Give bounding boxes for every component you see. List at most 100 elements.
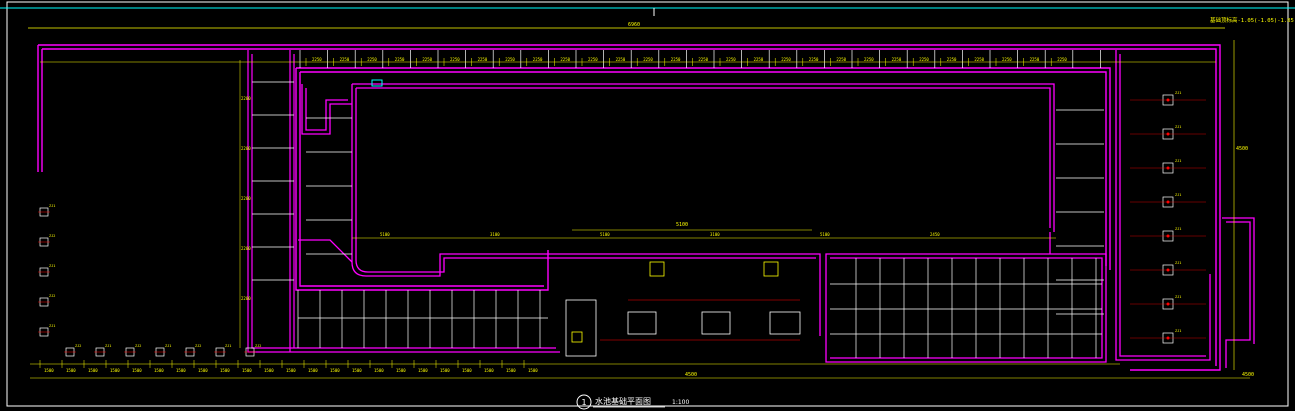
upper-chamber bbox=[295, 67, 1111, 291]
bottom-dim-label: 1500 bbox=[110, 368, 120, 373]
top-dim-label: 2250 bbox=[560, 57, 570, 62]
top-dim-label: 2250 bbox=[1002, 57, 1012, 62]
right-pile-label: ZJ1 bbox=[1175, 91, 1181, 95]
top-dim-label: 2250 bbox=[422, 57, 432, 62]
bottom-dim-label: 1500 bbox=[44, 368, 54, 373]
pile-label: ZJ1 bbox=[225, 344, 231, 348]
top-dim-label: 2250 bbox=[505, 57, 515, 62]
outer-wall bbox=[37, 44, 1221, 371]
mid-dim-label: 3100 bbox=[490, 232, 500, 237]
left-dim-label: 2200 bbox=[241, 296, 251, 301]
bottom-dim-1: 4500 bbox=[685, 372, 697, 378]
pile-label: ZJ2 bbox=[75, 344, 81, 348]
bottom-dim-label: 1500 bbox=[176, 368, 186, 373]
bottom-dim-label: 1500 bbox=[506, 368, 516, 373]
top-dim-label: 2250 bbox=[533, 57, 543, 62]
bottom-dim-label: 1500 bbox=[154, 368, 164, 373]
right-pile-label: ZJ1 bbox=[1175, 261, 1181, 265]
top-dim-label: 2250 bbox=[947, 57, 957, 62]
top-right-note: 基础顶标高-1.05(-1.05)-1.05 bbox=[1210, 16, 1294, 24]
bottom-dim-label: 1500 bbox=[396, 368, 406, 373]
mid-dim-label: 5100 bbox=[820, 232, 830, 237]
top-dim-label: 2250 bbox=[836, 57, 846, 62]
mid-dim-label: 2450 bbox=[930, 232, 940, 237]
pile-label: ZJ2 bbox=[195, 344, 201, 348]
bottom-dim-label: 1500 bbox=[132, 368, 142, 373]
top-dim-label: 2250 bbox=[698, 57, 708, 62]
right-pile-label: ZJ1 bbox=[1175, 159, 1181, 163]
pool-inner-wall bbox=[298, 83, 1055, 336]
mid-dim-label: 5100 bbox=[380, 232, 390, 237]
right-pile-label: ZJ1 bbox=[1175, 125, 1181, 129]
right-pile-label: ZJ1 bbox=[1175, 295, 1181, 299]
pile-label: ZJ2 bbox=[255, 344, 261, 348]
pile-label: ZJ2 bbox=[49, 234, 55, 238]
top-dim-label: 2250 bbox=[781, 57, 791, 62]
inner-span-label: 5100 bbox=[676, 222, 688, 228]
bottom-dim-label: 1500 bbox=[88, 368, 98, 373]
bottom-dim-label: 1500 bbox=[528, 368, 538, 373]
top-dim-label: 2250 bbox=[367, 57, 377, 62]
top-dim-label: 2250 bbox=[395, 57, 405, 62]
right-dim-label: 4500 bbox=[1236, 146, 1248, 152]
bottom-dim-label: 1500 bbox=[352, 368, 362, 373]
pile-label: ZJ2 bbox=[135, 344, 141, 348]
top-dim-label: 2250 bbox=[1057, 57, 1067, 62]
top-dim-label: 2250 bbox=[1030, 57, 1040, 62]
drawing-frame bbox=[6, 1, 1289, 407]
title-number: 1 bbox=[581, 398, 586, 407]
equipment-area bbox=[565, 261, 801, 357]
top-dim-label: 2250 bbox=[809, 57, 819, 62]
bottom-dim-label: 1500 bbox=[264, 368, 274, 373]
top-dim-label: 2250 bbox=[864, 57, 874, 62]
bottom-dim-label: 1500 bbox=[374, 368, 384, 373]
top-dim-label: 2250 bbox=[671, 57, 681, 62]
left-building-block bbox=[247, 50, 560, 353]
drawing-title-block: 1 水池基础平面图 1:100 bbox=[576, 394, 689, 410]
title-number-circle bbox=[576, 394, 592, 410]
bottom-dim-label: 1500 bbox=[440, 368, 450, 373]
bottom-dim-label: 1500 bbox=[66, 368, 76, 373]
pile-label: ZJ1 bbox=[49, 264, 55, 268]
cyan-marker bbox=[371, 79, 383, 87]
top-dim-label: 2250 bbox=[919, 57, 929, 62]
bottom-dim-label: 1500 bbox=[418, 368, 428, 373]
left-dim-label: 2200 bbox=[241, 96, 251, 101]
right-pile-label: ZJ1 bbox=[1175, 329, 1181, 333]
middle-dimension-chain: 5100 3100 5100 3100 5100 2450 bbox=[352, 232, 1056, 239]
right-wall bbox=[1115, 50, 1255, 368]
bottom-dim-label: 1500 bbox=[484, 368, 494, 373]
pile-label: ZJ1 bbox=[165, 344, 171, 348]
top-dim-label: 2250 bbox=[588, 57, 598, 62]
left-dim-label: 2200 bbox=[241, 146, 251, 151]
lower-chamber bbox=[825, 232, 1107, 363]
top-dimension-chain: 2250 2250 2250 2250 2250 2250 2250 2250 2250 2250… bbox=[40, 57, 1216, 66]
pile-label: ZJ1 bbox=[49, 324, 55, 328]
bottom-dim-label: 1500 bbox=[286, 368, 296, 373]
top-dim-label: 2250 bbox=[450, 57, 460, 62]
overall-width-label: 6960 bbox=[628, 22, 640, 28]
drawing-title: 水池基础平面图 bbox=[595, 396, 651, 406]
bottom-dim-label: 1500 bbox=[220, 368, 230, 373]
right-pile-label: ZJ1 bbox=[1175, 227, 1181, 231]
drawing-scale: 1:100 bbox=[672, 399, 689, 406]
top-dim-label: 2250 bbox=[726, 57, 736, 62]
bottom-dim-label: 1500 bbox=[330, 368, 340, 373]
mid-dim-label: 3100 bbox=[710, 232, 720, 237]
right-pile-label: ZJ1 bbox=[1175, 193, 1181, 197]
top-dim-label: 2250 bbox=[340, 57, 350, 62]
left-dim-label: 2200 bbox=[241, 246, 251, 251]
top-dim-label: 2250 bbox=[478, 57, 488, 62]
bottom-dim-label: 1500 bbox=[462, 368, 472, 373]
top-dim-label: 2250 bbox=[974, 57, 984, 62]
mid-dim-label: 5100 bbox=[600, 232, 610, 237]
top-dim-label: 2250 bbox=[616, 57, 626, 62]
bottom-dim-label: 1500 bbox=[242, 368, 252, 373]
bottom-dimension-chain: 1500 1500 1500 1500 1500 1500 1500 1500 1500 1500… bbox=[30, 360, 1120, 373]
bottom-dim-2: 4500 bbox=[1242, 372, 1254, 378]
bottom-dim-label: 1500 bbox=[198, 368, 208, 373]
pile-label: ZJ2 bbox=[49, 294, 55, 298]
